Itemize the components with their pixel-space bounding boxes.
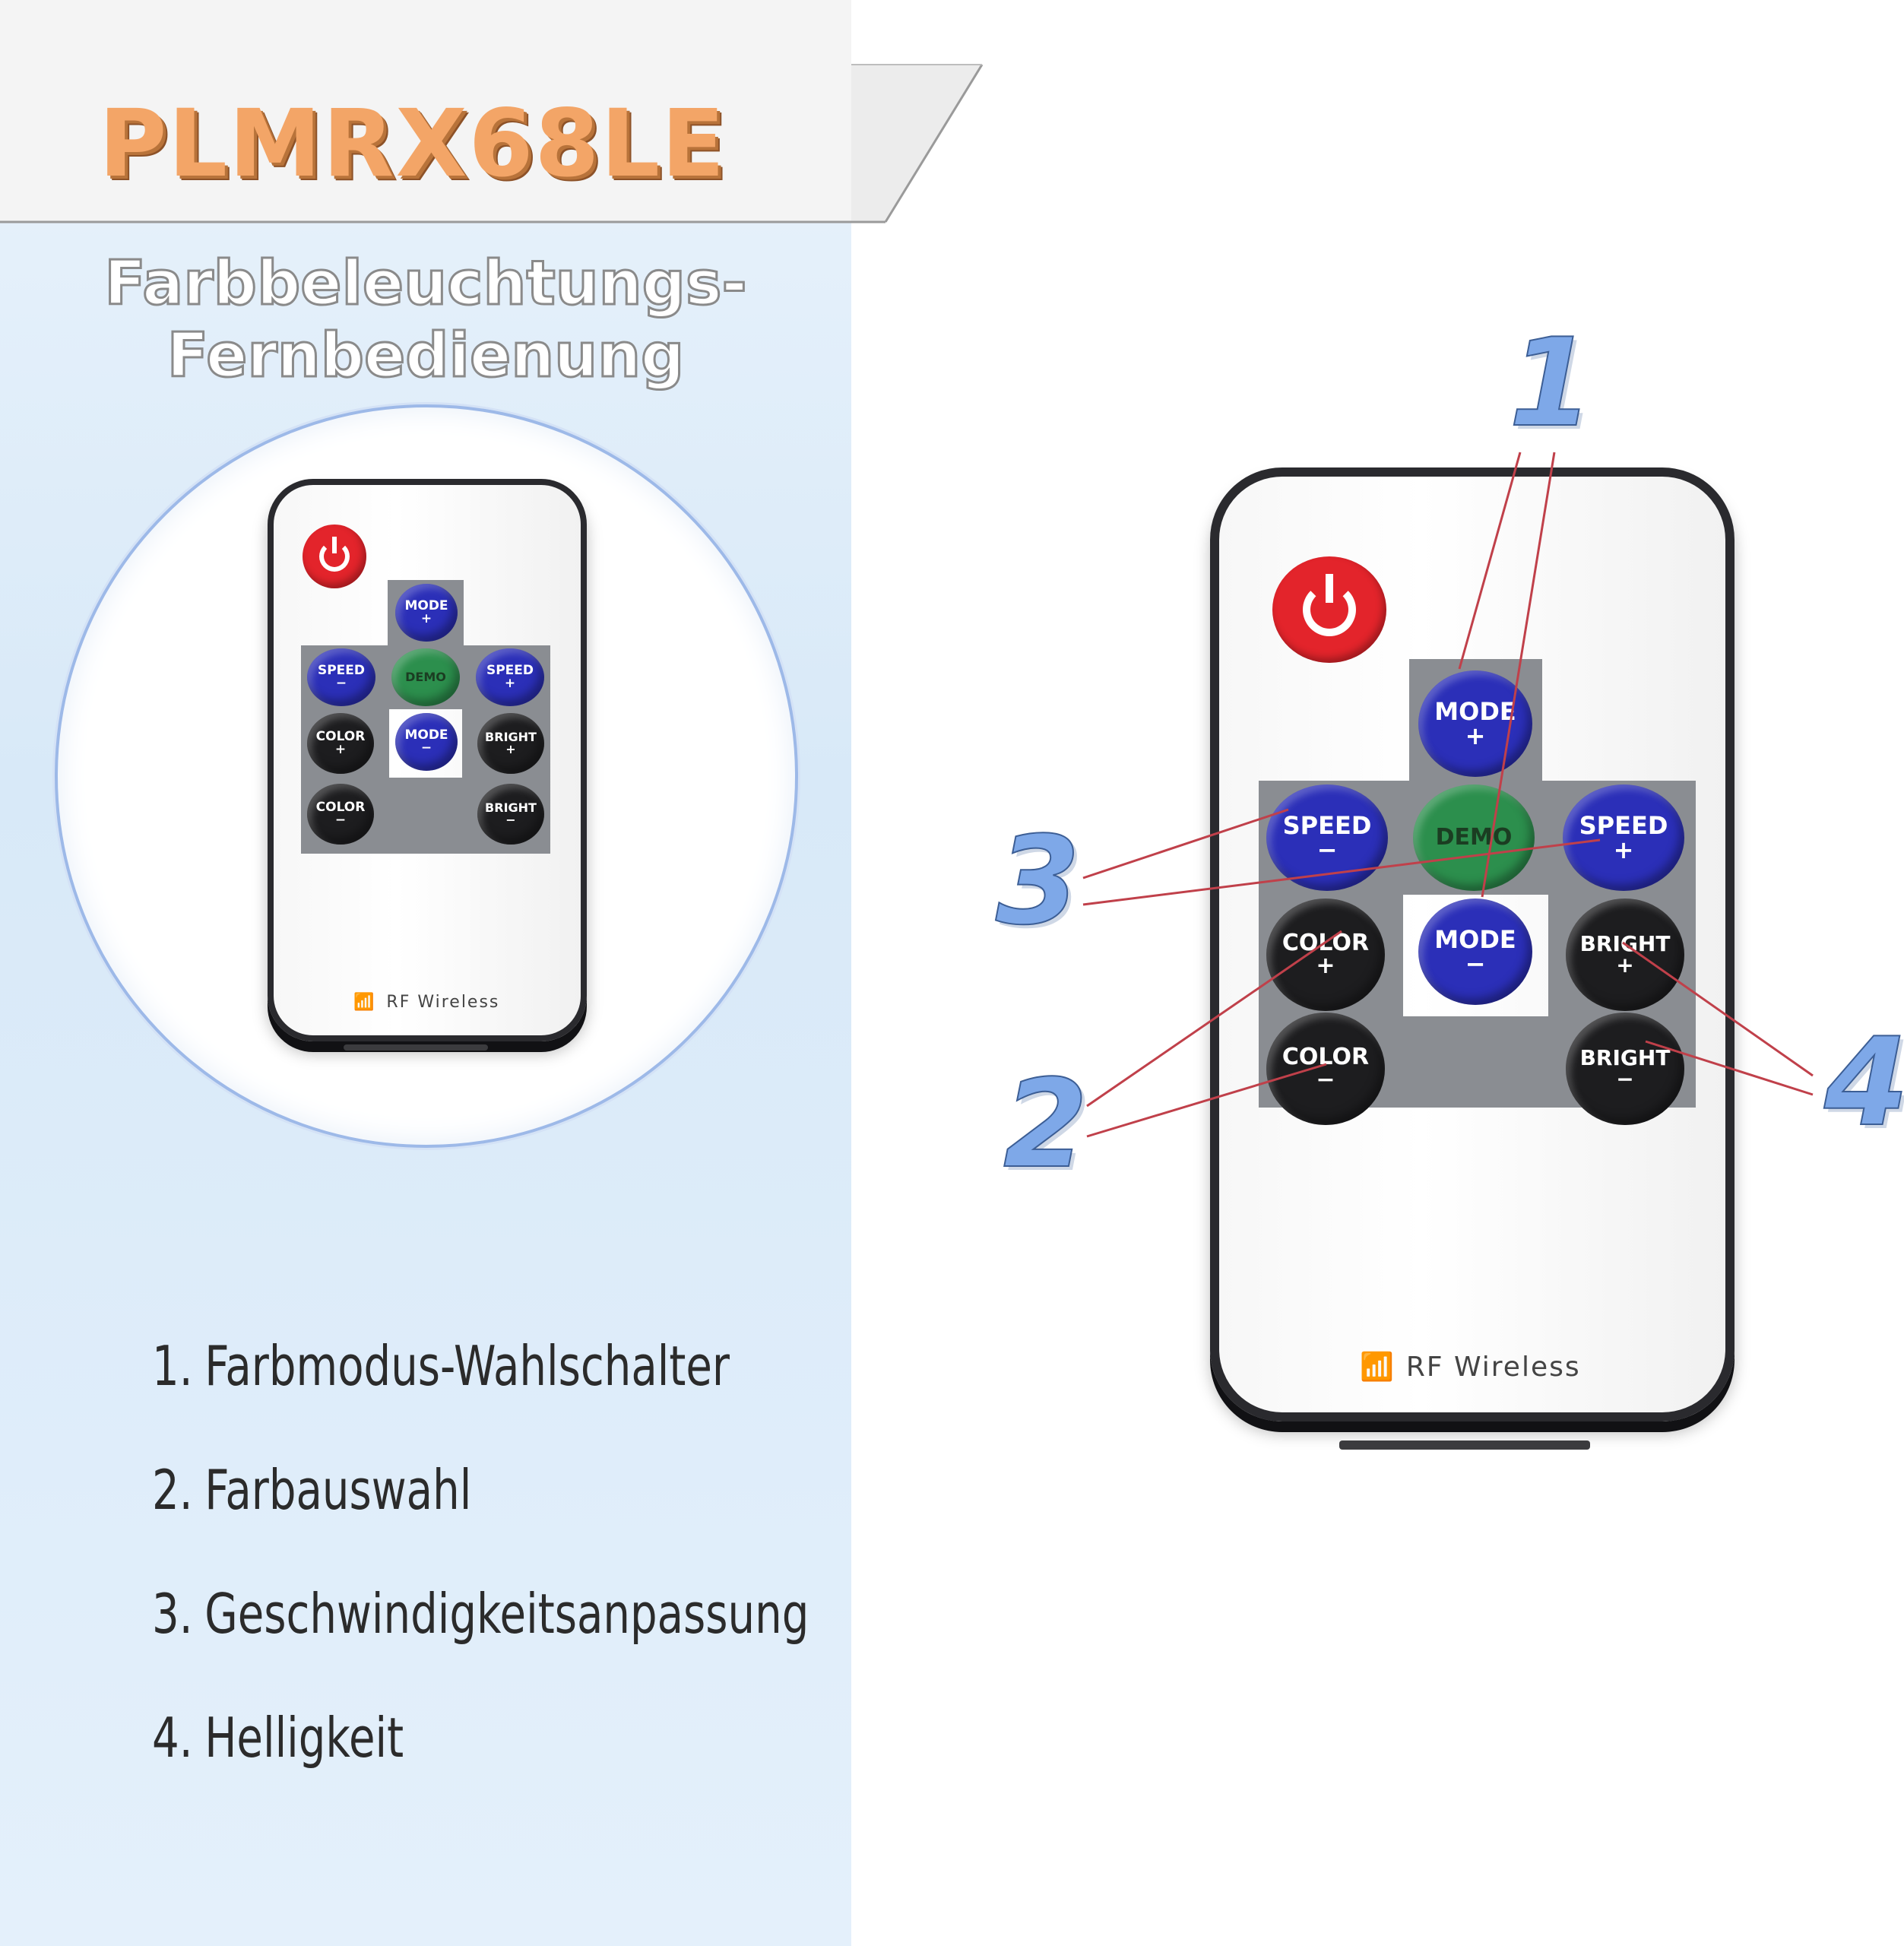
product-title: PLMRX68LE xyxy=(99,90,727,198)
speed-plus-button: SPEED + xyxy=(1563,784,1684,891)
bright-plus-button: BRIGHT + xyxy=(1566,899,1684,1011)
power-icon xyxy=(1303,574,1356,636)
speed-minus-label: SPEED xyxy=(317,663,366,678)
power-button xyxy=(1272,556,1386,663)
power-icon xyxy=(319,537,350,572)
bright-plus-label: BRIGHT xyxy=(485,730,537,744)
battery-slot xyxy=(344,1044,488,1051)
mode-plus-sign: + xyxy=(420,611,432,626)
color-minus-sign: − xyxy=(1316,1066,1335,1093)
mode-plus-button: MODE + xyxy=(395,584,458,642)
subtitle-line-2: Fernbedienung xyxy=(166,319,686,392)
color-minus-sign: − xyxy=(334,813,347,828)
title-banner xyxy=(0,0,984,223)
speed-minus-button: SPEED − xyxy=(1266,784,1388,891)
feature-legend: 1.Farbmodus-Wahlschalter 2.Farbauswahl 3… xyxy=(152,1334,994,1830)
color-plus-button: COLOR + xyxy=(1266,899,1385,1011)
legend-text: Farbmodus-Wahlschalter xyxy=(204,1334,730,1398)
legend-item: 2.Farbauswahl xyxy=(152,1458,809,1582)
bright-minus-label: BRIGHT xyxy=(485,800,537,815)
callout-number-3: 3 xyxy=(995,809,1081,952)
wifi-icon: 📶 xyxy=(353,993,376,1012)
demo-label: DEMO xyxy=(405,670,446,684)
speed-minus-sign: − xyxy=(335,676,347,691)
legend-item: 3.Geschwindigkeitsanpassung xyxy=(152,1582,809,1706)
speed-minus-label: SPEED xyxy=(1282,811,1372,840)
demo-label: DEMO xyxy=(1435,824,1513,851)
callout-number-2: 2 xyxy=(1003,1052,1088,1196)
color-plus-sign: + xyxy=(334,742,347,757)
mode-minus-button: MODE − xyxy=(395,713,458,771)
color-plus-sign: + xyxy=(1316,952,1335,979)
bright-plus-sign: + xyxy=(505,742,516,756)
legend-item: 4.Helligkeit xyxy=(152,1706,809,1830)
brand-label: 📶 RF Wireless xyxy=(353,993,499,1012)
speed-minus-sign: − xyxy=(1316,835,1338,864)
power-button xyxy=(303,525,366,588)
mode-plus-label: MODE xyxy=(1434,697,1516,726)
color-minus-label: COLOR xyxy=(315,800,366,815)
bright-minus-sign: − xyxy=(505,813,516,827)
bright-minus-label: BRIGHT xyxy=(1579,1045,1671,1070)
legend-number: 2. xyxy=(152,1458,193,1522)
battery-slot xyxy=(1339,1440,1590,1450)
brand-text: RF Wireless xyxy=(386,993,500,1012)
mode-minus-label: MODE xyxy=(404,727,448,743)
remote-main: MODE + SPEED − DEMO SPEED + COLOR + MODE… xyxy=(1210,467,1735,1450)
demo-button: DEMO xyxy=(391,648,460,706)
brand-text: RF Wireless xyxy=(1405,1351,1581,1383)
speed-plus-button: SPEED + xyxy=(476,648,544,706)
color-minus-button: COLOR − xyxy=(307,784,374,845)
brand-label: 📶 RF Wireless xyxy=(1360,1351,1581,1383)
speed-plus-label: SPEED xyxy=(1579,811,1668,840)
demo-button: DEMO xyxy=(1413,784,1535,891)
legend-text: Helligkeit xyxy=(204,1706,404,1770)
color-plus-label: COLOR xyxy=(1281,930,1370,956)
mode-minus-sign: − xyxy=(1465,949,1486,978)
legend-text: Farbauswahl xyxy=(204,1458,472,1522)
product-subtitle: Farbbeleuchtungs- Fernbedienung xyxy=(0,247,851,392)
legend-number: 3. xyxy=(152,1582,193,1646)
mode-plus-button: MODE + xyxy=(1418,670,1532,777)
speed-plus-sign: + xyxy=(1613,835,1634,864)
mode-plus-label: MODE xyxy=(404,598,448,613)
mode-minus-sign: − xyxy=(420,740,432,756)
callout-number-4: 4 xyxy=(1823,1010,1904,1154)
mode-plus-sign: + xyxy=(1465,721,1486,750)
subtitle-line-1: Farbbeleuchtungs- xyxy=(103,247,748,320)
legend-text: Geschwindigkeitsanpassung xyxy=(204,1582,809,1646)
bright-minus-sign: − xyxy=(1616,1066,1634,1092)
mode-minus-button: MODE − xyxy=(1418,899,1532,1005)
mode-minus-label: MODE xyxy=(1434,925,1516,954)
legend-number: 4. xyxy=(152,1706,193,1770)
bright-plus-button: BRIGHT + xyxy=(477,713,544,774)
speed-minus-button: SPEED − xyxy=(307,648,375,706)
color-minus-label: COLOR xyxy=(1281,1044,1370,1070)
wifi-icon: 📶 xyxy=(1360,1352,1396,1383)
bright-plus-sign: + xyxy=(1616,952,1634,978)
speed-plus-label: SPEED xyxy=(486,663,534,678)
legend-item: 1.Farbmodus-Wahlschalter xyxy=(152,1334,809,1458)
color-plus-label: COLOR xyxy=(315,729,366,744)
legend-number: 1. xyxy=(152,1334,193,1398)
callout-number-1: 1 xyxy=(1508,311,1594,455)
remote-thumbnail: MODE + SPEED − DEMO SPEED + COLOR + MODE… xyxy=(268,479,587,1051)
speed-plus-sign: + xyxy=(504,676,516,691)
bright-minus-button: BRIGHT − xyxy=(477,784,544,845)
bright-minus-button: BRIGHT − xyxy=(1566,1013,1684,1125)
color-minus-button: COLOR − xyxy=(1266,1013,1385,1125)
color-plus-button: COLOR + xyxy=(307,713,374,774)
bright-plus-label: BRIGHT xyxy=(1579,931,1671,956)
